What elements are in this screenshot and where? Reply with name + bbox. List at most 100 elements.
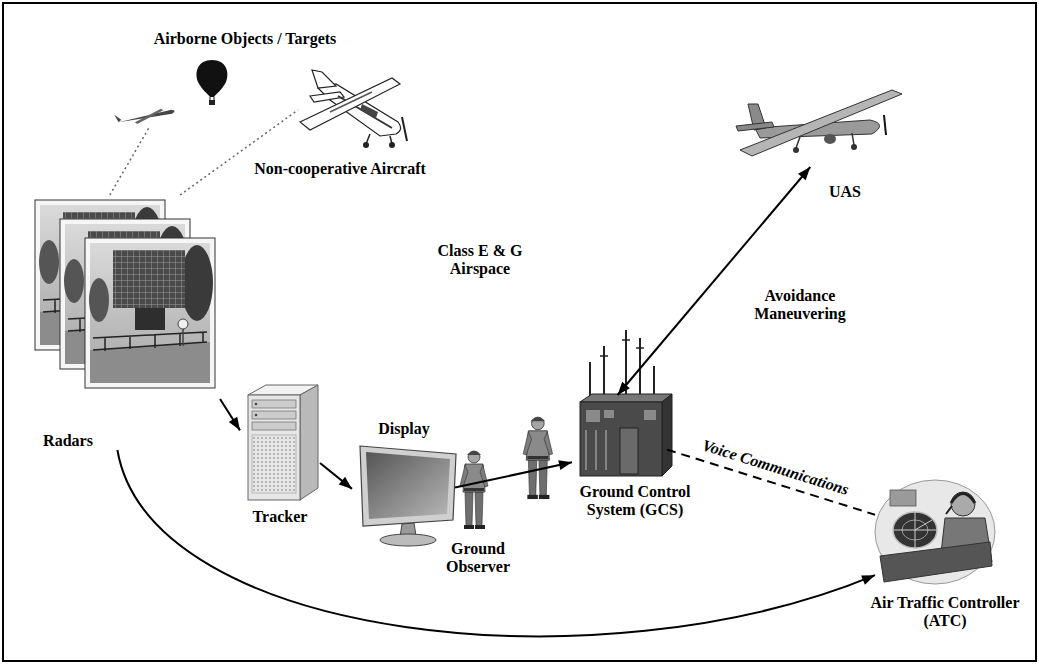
node-label: Non-cooperative Aircraft — [254, 160, 426, 178]
atc-controller — [875, 480, 995, 584]
arrow-head — [558, 460, 572, 470]
atc-controller-part — [890, 490, 916, 506]
gcs-shelter-part — [600, 340, 644, 356]
cessna-aircraft — [300, 70, 407, 148]
connector-line — [180, 110, 298, 195]
cessna-aircraft-part — [300, 78, 400, 130]
node-label: Air Traffic Controller (ATC) — [859, 594, 1031, 630]
atc-controller-part — [893, 512, 937, 548]
node-label: Ground Observer — [441, 540, 516, 576]
node-label: Display — [378, 420, 430, 438]
gcs-shelter-part — [590, 330, 654, 402]
gcs-shelter-part — [580, 394, 672, 402]
radar-photo — [85, 238, 215, 388]
uas-drone-part — [796, 133, 854, 148]
uas-drone-part — [851, 144, 857, 150]
tracker-server-part — [255, 414, 258, 417]
display-monitor-part — [360, 446, 456, 526]
cessna-aircraft-part — [363, 142, 369, 148]
gcs-shelter-part — [586, 410, 600, 422]
connector — [110, 128, 149, 195]
radar-figure: Radars — [30, 195, 220, 450]
gcs-shelter — [580, 330, 672, 476]
connector-line — [455, 462, 572, 487]
tracker-server-part — [300, 385, 318, 500]
tracker-server-part — [252, 422, 296, 430]
tracker-server-part — [248, 395, 300, 500]
cessna-aircraft-part — [402, 117, 407, 141]
uas-drone-part — [824, 134, 836, 144]
uas-drone-part — [884, 115, 886, 135]
display-monitor — [360, 446, 456, 546]
edge-label: Voice Communications — [697, 436, 854, 501]
connector — [618, 167, 811, 395]
uas-drone-part — [736, 122, 774, 131]
atc-controller-part — [946, 506, 952, 514]
glider-figure-part — [114, 114, 121, 123]
aircraft-figure: Non-cooperative Aircraft — [298, 72, 410, 148]
gcs-shelter-part — [604, 410, 614, 418]
atc-controller-part — [875, 480, 995, 584]
uas-drone-part — [740, 90, 902, 156]
atc-controller-part — [893, 512, 937, 548]
tracker-figure: Tracker — [240, 383, 320, 531]
connector — [180, 110, 298, 195]
node-label: Radars — [43, 432, 93, 450]
uas-figure: UAS — [728, 85, 903, 167]
display-monitor-part — [366, 452, 450, 519]
atc-figure: Air Traffic Controller (ATC) — [875, 478, 1005, 586]
gcs-shelter-part — [586, 430, 606, 470]
gcs-figure: Ground Control System (GCS) — [572, 395, 667, 522]
target-group: Airborne Objects / Targets — [115, 28, 375, 128]
connector-line — [110, 128, 149, 195]
arrow-head — [618, 382, 630, 395]
balloon-figure-part — [210, 97, 214, 100]
cessna-aircraft-part — [389, 142, 395, 148]
display-monitor-part — [380, 534, 436, 546]
gcs-shelter-part — [644, 410, 656, 420]
connector — [320, 463, 352, 489]
balloon-figure-part — [197, 60, 228, 97]
operator-person — [523, 417, 552, 499]
cessna-aircraft-part — [366, 134, 392, 144]
node-label: UAS — [829, 183, 861, 201]
connector-line — [117, 450, 875, 636]
connector-line — [320, 463, 352, 489]
radar-photos — [35, 200, 215, 388]
tracker-server-part — [252, 400, 296, 408]
connector — [117, 450, 875, 636]
glider-figure — [114, 104, 175, 127]
uas-drone-part — [793, 147, 799, 153]
tracker-server-part — [255, 403, 258, 406]
arrow-head — [339, 477, 352, 489]
arrow-head — [229, 417, 240, 431]
cessna-aircraft-part — [360, 104, 378, 118]
arrow-head — [798, 167, 810, 180]
gcs-shelter-part — [662, 394, 672, 476]
gcs-shelter-part — [580, 402, 662, 476]
glider-figure-part — [133, 108, 164, 124]
outer-frame — [3, 3, 1036, 661]
region-label: Class E & G Airspace — [430, 242, 530, 278]
gcs-shelter-part — [620, 428, 638, 474]
connector-line — [220, 399, 240, 430]
arrow-head — [861, 575, 875, 585]
observer-figure: Ground Observer — [458, 448, 498, 538]
node-label: Airborne Objects / Targets — [154, 30, 337, 48]
connector — [455, 460, 572, 487]
balloon-figure-part — [209, 100, 215, 105]
tracker-server — [248, 385, 318, 500]
connector — [220, 399, 240, 430]
tracker-server-part — [252, 411, 296, 419]
atc-controller-part — [951, 492, 975, 516]
node-label: Tracker — [253, 508, 308, 526]
connector-line — [618, 167, 811, 395]
node-label: Ground Control System (GCS) — [570, 483, 700, 519]
observer-person — [460, 451, 488, 529]
cessna-aircraft-part — [312, 70, 336, 88]
atc-controller-part — [951, 494, 975, 504]
